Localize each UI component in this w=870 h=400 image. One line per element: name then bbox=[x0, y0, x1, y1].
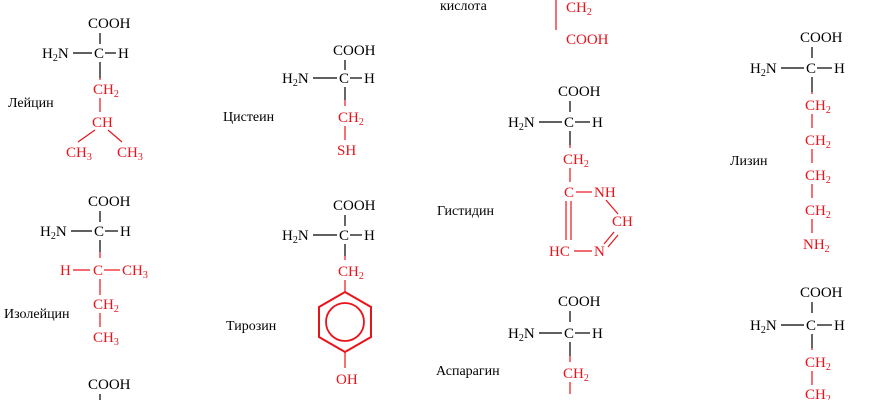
isoleucine-alpha-c: C bbox=[94, 224, 104, 240]
cysteine-alpha-h: H bbox=[364, 71, 375, 87]
lysine-label: Лизин bbox=[730, 154, 768, 169]
tyrosine-label: Тирозин bbox=[226, 319, 277, 334]
cysteine-ch2: CH2 bbox=[338, 110, 364, 128]
leucine-label: Лейцин bbox=[8, 96, 54, 111]
histidine-alpha-c: C bbox=[564, 115, 574, 131]
histidine-amino: H2N bbox=[508, 115, 535, 133]
tyrosine-alpha-c: C bbox=[339, 228, 349, 244]
lysine-alpha-h: H bbox=[834, 61, 845, 77]
acid-fragment-label: кислота bbox=[440, 0, 488, 14]
leucine-ch3-right: CH3 bbox=[117, 145, 143, 163]
bottom-right-ch2-1: CH2 bbox=[805, 355, 831, 373]
histidine-ring-hc: HC bbox=[549, 244, 570, 260]
isoleucine-alpha-h: H bbox=[120, 224, 131, 240]
top-fragment-acid: кислота CH2 COOH bbox=[440, 0, 609, 48]
isoleucine-amino: H2N bbox=[40, 224, 67, 242]
tyrosine-cooh: COOH bbox=[333, 198, 376, 214]
histidine-cooh: COOH bbox=[558, 84, 601, 100]
lysine-alpha-c: C bbox=[806, 61, 816, 77]
cysteine-amino: H2N bbox=[282, 71, 309, 89]
lysine-ch2-4: CH2 bbox=[805, 203, 831, 221]
asparagine-label: Аспарагин bbox=[436, 364, 500, 379]
bottom-right-fragment: COOH H2N C H CH2 CH2 bbox=[750, 285, 845, 400]
asparagine-ch2: CH2 bbox=[563, 366, 589, 384]
acid-fragment-ch2: CH2 bbox=[566, 0, 592, 18]
leucine-amino: H2N bbox=[42, 46, 69, 64]
isoleucine-beta-c: C bbox=[93, 263, 103, 279]
isoleucine-label: Изолейцин bbox=[4, 307, 70, 322]
cysteine-structure: COOH H2N C H Цистеин CH2 SH bbox=[223, 43, 376, 159]
asparagine-structure: COOH H2N C H Аспарагин CH2 bbox=[436, 294, 603, 394]
lysine-cooh: COOH bbox=[800, 30, 843, 46]
lysine-nh2: NH2 bbox=[803, 237, 830, 255]
leucine-ch: CH bbox=[92, 115, 113, 131]
tyrosine-aromatic-circle bbox=[325, 302, 365, 342]
histidine-structure: COOH H2N C H CH2 C NH CH HC N Гистидин bbox=[437, 84, 633, 260]
cysteine-alpha-c: C bbox=[339, 71, 349, 87]
isoleucine-ch3: CH3 bbox=[93, 330, 119, 348]
histidine-ch2: CH2 bbox=[563, 152, 589, 170]
histidine-ring-c: C bbox=[564, 185, 574, 201]
cysteine-cooh: COOH bbox=[333, 43, 376, 59]
bottom-right-amino: H2N bbox=[750, 318, 777, 336]
bottom-left-cooh: COOH bbox=[88, 377, 131, 393]
lysine-structure: COOH H2N C H CH2 CH2 Лизин CH2 CH2 NH2 bbox=[730, 30, 845, 255]
leucine-ch2: CH2 bbox=[93, 82, 119, 100]
lysine-ch2-3: CH2 bbox=[805, 168, 831, 186]
isoleucine-h: H bbox=[60, 263, 71, 279]
histidine-ring-n: N bbox=[594, 244, 605, 260]
cysteine-label: Цистеин bbox=[223, 110, 275, 125]
bottom-left-fragment: COOH bbox=[88, 377, 131, 400]
leucine-structure: COOH H2N C H CH2 Лейцин CH CH3 CH3 bbox=[8, 16, 143, 163]
tyrosine-oh: OH bbox=[336, 372, 358, 388]
tyrosine-ch2: CH2 bbox=[338, 264, 364, 282]
tyrosine-alpha-h: H bbox=[364, 228, 375, 244]
asparagine-alpha-h: H bbox=[592, 326, 603, 342]
asparagine-cooh: COOH bbox=[558, 294, 601, 310]
histidine-label: Гистидин bbox=[437, 204, 494, 219]
lysine-ch2-1: CH2 bbox=[805, 98, 831, 116]
tyrosine-structure: COOH H2N C H CH2 Тирозин OH bbox=[226, 198, 376, 388]
leucine-alpha-c: C bbox=[94, 46, 104, 62]
lysine-amino: H2N bbox=[750, 61, 777, 79]
asparagine-alpha-c: C bbox=[564, 326, 574, 342]
bottom-right-alpha-c: C bbox=[806, 318, 816, 334]
leucine-cooh: COOH bbox=[88, 16, 131, 32]
leucine-alpha-h: H bbox=[118, 46, 129, 62]
histidine-ring-ch: CH bbox=[612, 214, 633, 230]
leucine-ch3-left: CH3 bbox=[66, 145, 92, 163]
tyrosine-amino: H2N bbox=[282, 228, 309, 246]
asparagine-amino: H2N bbox=[508, 326, 535, 344]
bottom-right-cooh: COOH bbox=[800, 285, 843, 301]
cysteine-sh: SH bbox=[337, 143, 356, 159]
bottom-right-alpha-h: H bbox=[834, 318, 845, 334]
bottom-right-ch2-2: CH2 bbox=[805, 387, 831, 400]
histidine-alpha-h: H bbox=[592, 115, 603, 131]
acid-fragment-cooh: COOH bbox=[566, 32, 609, 48]
isoleucine-ch2: CH2 bbox=[93, 297, 119, 315]
isoleucine-cooh: COOH bbox=[88, 194, 131, 210]
isoleucine-structure: COOH H2N C H H C CH3 CH2 Изолейцин CH3 bbox=[4, 194, 148, 348]
isoleucine-ch3-side: CH3 bbox=[122, 263, 148, 281]
lysine-ch2-2: CH2 bbox=[805, 133, 831, 151]
histidine-ring-nh: NH bbox=[594, 185, 616, 201]
